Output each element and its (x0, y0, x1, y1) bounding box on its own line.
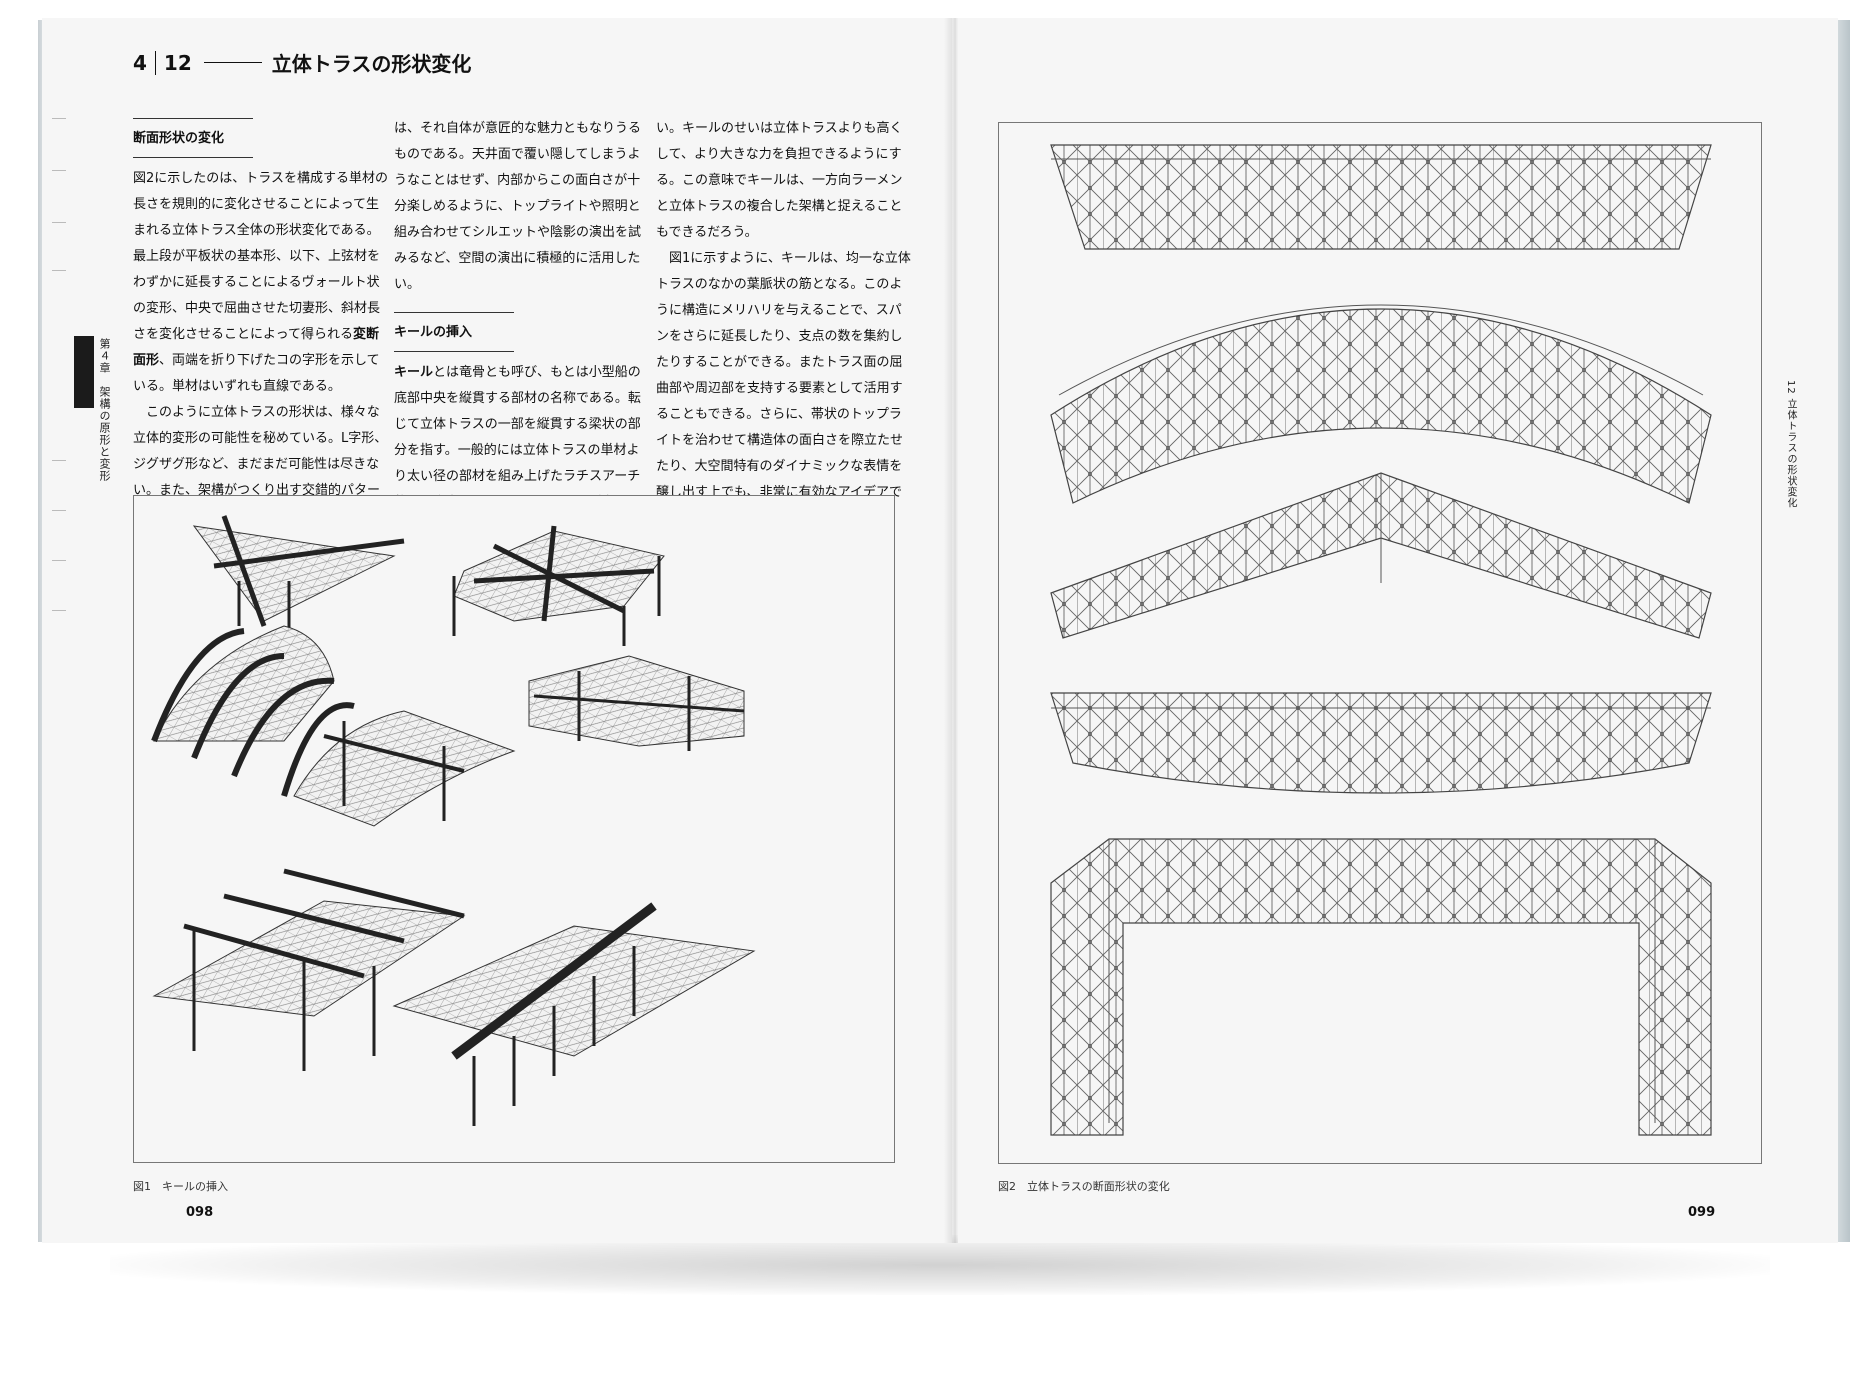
portal-frame-truss (1050, 838, 1712, 1136)
chapter-sidebar: 第４章 架構の原形と変形 (97, 338, 111, 482)
paragraph: 図1に示すように、キールは、均一な立体トラスのなかの葉脈状の筋となる。このように… (656, 251, 911, 526)
section-number: 12 (163, 50, 192, 75)
section-sidebar: 12 立体トラスの形状変化 (1785, 380, 1796, 509)
folded-plate-keel (528, 655, 745, 751)
gable-truss (1050, 472, 1712, 639)
flat-plane-keel (152, 868, 466, 1071)
barrel-vault-keel (293, 710, 516, 827)
central-keel-plane (392, 902, 756, 1126)
paragraph: は、それ自体が意匠的な魅力ともなりうるものである。天井面で覆い隠してしまうような… (394, 121, 642, 292)
book-shadow (110, 1235, 1770, 1295)
text-column-1: 断面形状の変化 図2に示したのは、トラスを構成する単材の長さを規則的に変化させる… (133, 118, 388, 530)
chapter-tab (74, 336, 94, 408)
chapter-number: 4 (133, 50, 147, 75)
paragraph: キールとは竜骨とも呼び、もとは小型船の底部中央を縦貫する部材の名称である。転じて… (394, 365, 641, 510)
sidebar-chapter-title: 架構の原形と変形 (98, 386, 111, 482)
page-number-left: 098 (186, 1205, 214, 1220)
text-column-3: い。キールのせいは立体トラスよりも高くして、より大きな力を負担できるようにする。… (656, 116, 911, 532)
figure-1-keel-illustrations (151, 515, 756, 1126)
paragraph: 図2に示したのは、トラスを構成する単材の長さを規則的に変化させることによって生ま… (133, 171, 389, 394)
sidebar-chapter: 第４章 (98, 338, 111, 374)
variable-section-truss (1050, 692, 1712, 794)
header-rule (203, 62, 262, 63)
page-number-right: 099 (1688, 1205, 1716, 1220)
page-header: 4 12 立体トラスの形状変化 (133, 48, 471, 77)
vault-truss (1050, 304, 1712, 504)
text-column-2: は、それ自体が意匠的な魅力ともなりうるものである。天井面で覆い隠してしまうような… (394, 116, 649, 516)
figure-1-caption: 図1 キールの挿入 (133, 1180, 228, 1193)
figure-2-truss-sections (1050, 144, 1712, 1136)
flat-slab-truss (1050, 144, 1712, 250)
paragraph: い。キールのせいは立体トラスよりも高くして、より大きな力を負担できるようにする。… (656, 121, 903, 240)
figure-2-frame (998, 122, 1762, 1164)
page-title: 立体トラスの形状変化 (271, 52, 472, 76)
paragraph: このように立体トラスの形状は、様々な立体的変形の可能性を秘めている。L字形、ジグ… (133, 405, 388, 524)
arched-vault-keel (151, 625, 355, 797)
hexagon-roof-keel (452, 525, 665, 646)
section-heading-cross-section: 断面形状の変化 (133, 118, 253, 158)
header-separator (154, 50, 156, 75)
section-heading-keel: キールの挿入 (394, 312, 514, 352)
triangle-roof-keel (192, 515, 405, 636)
figure-2-caption: 図2 立体トラスの断面形状の変化 (998, 1180, 1170, 1193)
figure-1-frame (133, 495, 895, 1163)
